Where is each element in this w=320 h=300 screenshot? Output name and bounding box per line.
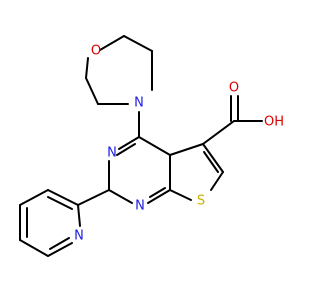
atom-labels: O N N N S O OH N xyxy=(74,44,284,244)
hydroxyl-label: OH xyxy=(264,115,284,130)
bond-n1-c7a xyxy=(147,189,171,204)
morpholine-nitrogen-label: N xyxy=(134,96,144,111)
thiophene-sulfur-label: S xyxy=(197,194,205,209)
bond-c5-c6 xyxy=(202,143,224,173)
bond-py-c6-n-double xyxy=(49,237,70,250)
pyridine-nitrogen-label: N xyxy=(74,229,84,244)
bond-py-c2-c3-double xyxy=(47,196,73,210)
bond-c5-cooh xyxy=(202,120,235,145)
bond-c2-pyridine xyxy=(77,189,110,206)
bonds xyxy=(19,35,263,257)
bond-c4-n3-double xyxy=(116,143,136,156)
bond-py-c2-n xyxy=(77,204,81,227)
bond-py-c3-c4 xyxy=(19,189,49,206)
carbonyl-oxygen-label: O xyxy=(229,81,239,96)
bond-py-c5-c6 xyxy=(19,239,49,257)
pyrimidine-n3-label: N xyxy=(107,146,117,161)
bond-c4-c4a xyxy=(138,136,171,156)
pyrimidine-n1-label: N xyxy=(135,199,145,214)
bond-c4a-c5 xyxy=(169,143,204,156)
bond-c4-n3 xyxy=(118,136,140,150)
bond-c2-n1 xyxy=(108,189,133,204)
bond-morph-c4-o xyxy=(85,57,89,79)
bond-c5-c6-double xyxy=(203,151,219,173)
morpholine-oxygen-label: O xyxy=(91,44,101,59)
bond-s-c7a xyxy=(169,189,192,201)
bond-morph-o-c1 xyxy=(99,35,125,51)
bond-morph-c3-c4 xyxy=(85,77,99,105)
molecule-structure-diagram: O N N N S O OH N xyxy=(19,35,284,257)
bond-morph-c1-c2 xyxy=(123,35,153,52)
bond-n1-c7a-double xyxy=(149,187,166,198)
bond-py-c6-n xyxy=(47,242,73,257)
bond-c6-s xyxy=(210,171,224,191)
bond-py-c2-c3 xyxy=(47,189,79,206)
